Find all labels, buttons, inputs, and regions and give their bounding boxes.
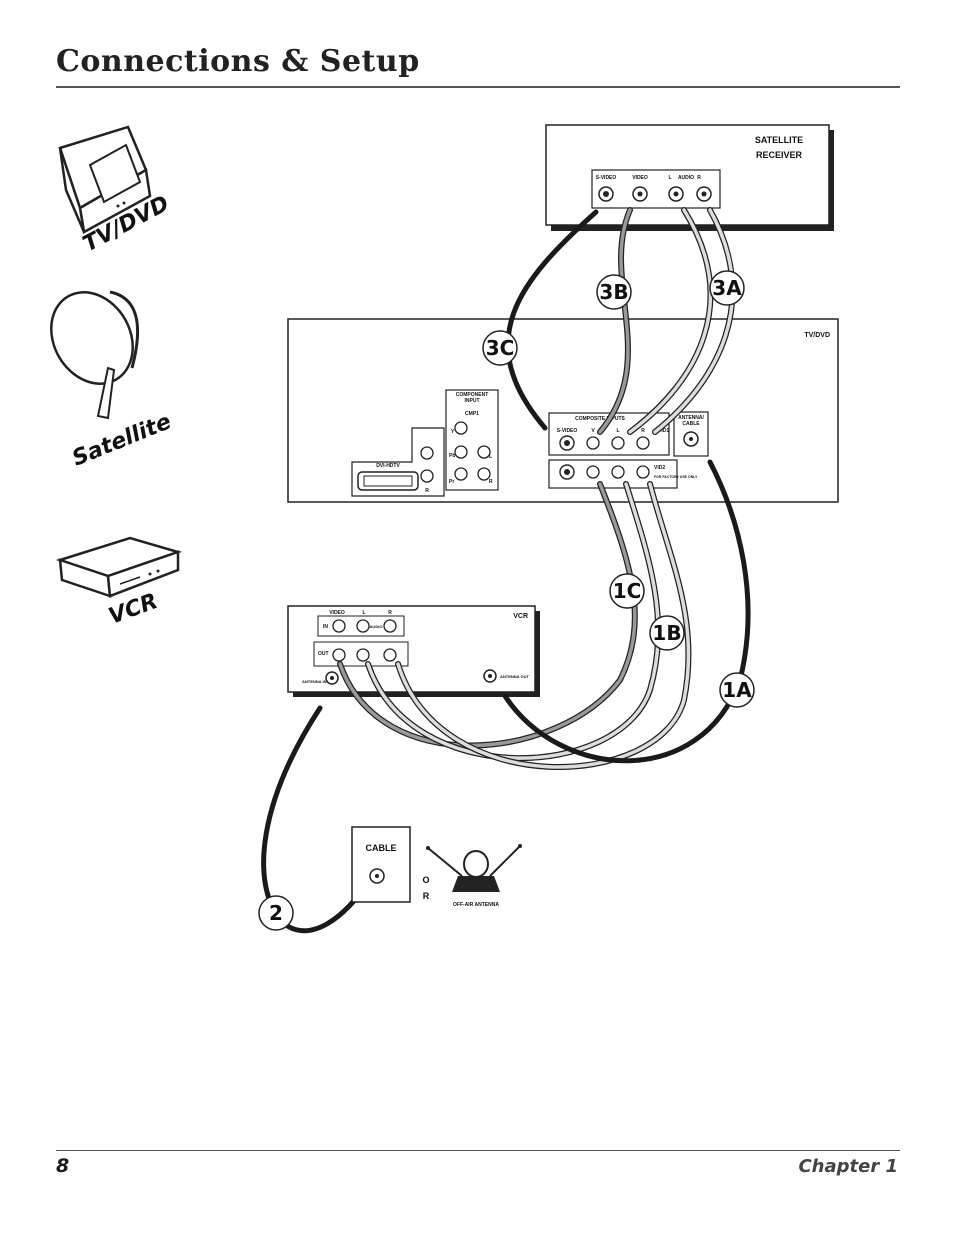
cable-label: CABLE <box>366 843 397 853</box>
receiver-video-label: VIDEO <box>632 175 648 181</box>
satellite-receiver: SATELLITE RECEIVER S-VIDEO VIDEO L AUDIO… <box>545 124 834 231</box>
vcr-audio-label: AUDIO <box>370 624 383 629</box>
tv-panel-title: TV/DVD <box>804 332 830 339</box>
cable-wall-box: CABLE <box>351 826 411 903</box>
vid1-label: VID1 <box>658 428 669 434</box>
step-badge-1b: 1B <box>649 615 685 651</box>
vcr-antenna-out-label: ANTENNA OUT <box>500 674 530 679</box>
svg-text:3B: 3B <box>599 280 628 304</box>
component-pr-label: Pr <box>449 479 454 485</box>
svg-text:3C: 3C <box>486 336 515 360</box>
receiver-audio-label: AUDIO <box>678 175 694 181</box>
step-badge-1c: 1C <box>609 573 645 609</box>
svg-text:1C: 1C <box>613 579 642 603</box>
composite-l-label: L <box>616 428 619 434</box>
component-pb-label: Pb <box>449 453 455 459</box>
cmp1-label: CMP1 <box>465 411 479 417</box>
composite-r-label: R <box>641 428 645 434</box>
satellite-label: Satellite <box>69 409 175 471</box>
composite-inputs-label: COMPOSITE INPUTS <box>575 416 625 422</box>
footer-rule <box>56 1150 900 1151</box>
component-r-label: R <box>489 479 493 485</box>
vid2-label: VID2 <box>654 465 665 471</box>
tv-antenna-label-2: CABLE <box>682 421 700 427</box>
left-block-r-label: R <box>425 488 429 494</box>
vcr-back-panel: VCR VIDEO L R IN AUDIO OUT ANTENNA IN AN… <box>287 605 540 697</box>
step-badge-3c: 3C <box>482 330 518 366</box>
vcr-l-label: L <box>362 610 365 616</box>
svg-text:3A: 3A <box>712 276 742 300</box>
vcr-out-label: OUT <box>318 651 329 657</box>
off-air-antenna-label: OFF-AIR ANTENNA <box>453 902 499 908</box>
receiver-l-label: L <box>668 175 671 181</box>
svg-text:1A: 1A <box>722 678 752 702</box>
vcr-in-label: IN <box>323 624 328 630</box>
step-badge-2: 2 <box>258 895 294 931</box>
vcr-antenna-in-label: ANTENNA IN <box>302 679 327 684</box>
off-air-antenna-icon <box>426 844 522 892</box>
step-badge-1a: 1A <box>719 672 755 708</box>
satellite-dish-icon <box>50 290 140 420</box>
tv-back-panel: TV/DVD DVI-HDTV R COMPONENT INPUT CMP1 Y… <box>287 318 839 503</box>
page-number: 8 <box>56 1155 70 1177</box>
component-input-label-2: INPUT <box>465 398 480 404</box>
receiver-title-1: SATELLITE <box>755 135 803 145</box>
vcr-icon <box>55 536 183 598</box>
component-y-label: Y <box>451 429 455 435</box>
chapter-label: Chapter 1 <box>798 1156 898 1177</box>
svg-text:2: 2 <box>269 901 283 925</box>
svg-text:1B: 1B <box>652 621 681 645</box>
step-badge-3a: 3A <box>709 270 745 306</box>
or-text-o: O <box>422 875 429 885</box>
composite-svideo-label: S-VIDEO <box>557 428 578 434</box>
component-l-label: L <box>489 454 492 460</box>
header-rule <box>56 86 900 88</box>
tv-icon <box>58 125 152 234</box>
vcr-panel-title: VCR <box>513 613 528 620</box>
vcr-r-label: R <box>388 610 392 616</box>
receiver-title-2: RECEIVER <box>756 150 803 160</box>
vcr-video-label: VIDEO <box>329 610 345 616</box>
dvi-label: DVI-HDTV <box>376 463 400 469</box>
step-badge-3b: 3B <box>596 274 632 310</box>
receiver-svideo-label: S-VIDEO <box>596 175 617 181</box>
factory-use-label: FOR FACTORY USE ONLY <box>654 475 698 479</box>
receiver-r-label: R <box>697 175 701 181</box>
component-input-label-1: COMPONENT <box>456 392 489 398</box>
or-text-r: R <box>423 891 430 901</box>
tv-antenna-label-1: ANTENNA/ <box>678 415 704 421</box>
composite-v-label: V <box>591 428 595 434</box>
page-title: Connections & Setup <box>56 44 420 79</box>
cables <box>261 207 751 934</box>
